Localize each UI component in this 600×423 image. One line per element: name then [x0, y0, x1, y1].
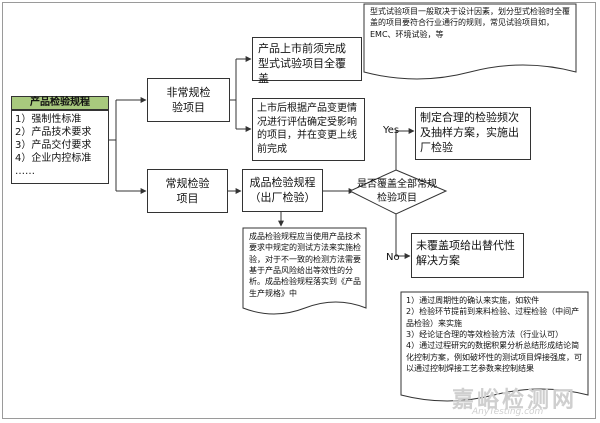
note-bottom-right-shape — [400, 291, 589, 402]
watermark-text: 嘉峪检测网 — [452, 388, 578, 413]
standards-list: 1）强制性标准 2）产品技术要求 3）产品交付要求 4）企业内控标准 …… — [11, 110, 109, 184]
routine-box: 常规检验项目 — [147, 169, 228, 213]
decision-question: 是否覆盖全部常规检验项目 — [357, 179, 437, 204]
no-outcome-box: 未覆盖项给出替代性解决方案 — [411, 233, 524, 278]
watermark-url: AnyTesting.com — [472, 407, 544, 417]
diagram-frame — [2, 2, 596, 419]
type-test-box: 产品上市前须完成型式试验项目全覆盖 — [252, 37, 362, 85]
standards-item: 4）企业内控标准 — [15, 153, 92, 164]
procedure-box: 成品检验规程（出厂检验） — [242, 169, 323, 212]
standards-item: 1）强制性标准 — [15, 114, 82, 125]
note-bottom-right: 1）通过周期性的确认来实施，如软件 2）检验环节提前到来料检验、过程检验（中间产… — [406, 296, 582, 374]
standards-item: 3）产品交付要求 — [15, 140, 92, 151]
connector-yes — [395, 128, 415, 170]
standards-ellipsis: …… — [15, 166, 35, 177]
yes-outcome-box: 制定合理的检验频次及抽样方案，实施出厂检验 — [415, 107, 531, 160]
standards-item: 2）产品技术要求 — [15, 127, 92, 138]
yes-label: Yes — [383, 125, 400, 136]
non-routine-box: 非常规检验项目 — [147, 78, 230, 122]
note-middle-left: 成品检验规程应当使用产品技术要求中规定的测试方法来实施检验，对于不一致的检测方法… — [249, 232, 361, 298]
post-market-box: 上市后根据产品变更情况进行评估确定受影响的项目，并在变更上线前完成 — [252, 98, 365, 161]
note-middle-left-shape — [242, 227, 367, 315]
connector-no — [395, 214, 411, 259]
note-top-right: 型式试验项目一般取决于设计因素，划分型式检验时全覆盖的项目要符合行业通行的规则，… — [370, 7, 570, 39]
note-top-right-shape — [363, 3, 577, 80]
no-label: No — [386, 252, 400, 263]
standards-title: 产品检验规程 — [11, 96, 109, 110]
